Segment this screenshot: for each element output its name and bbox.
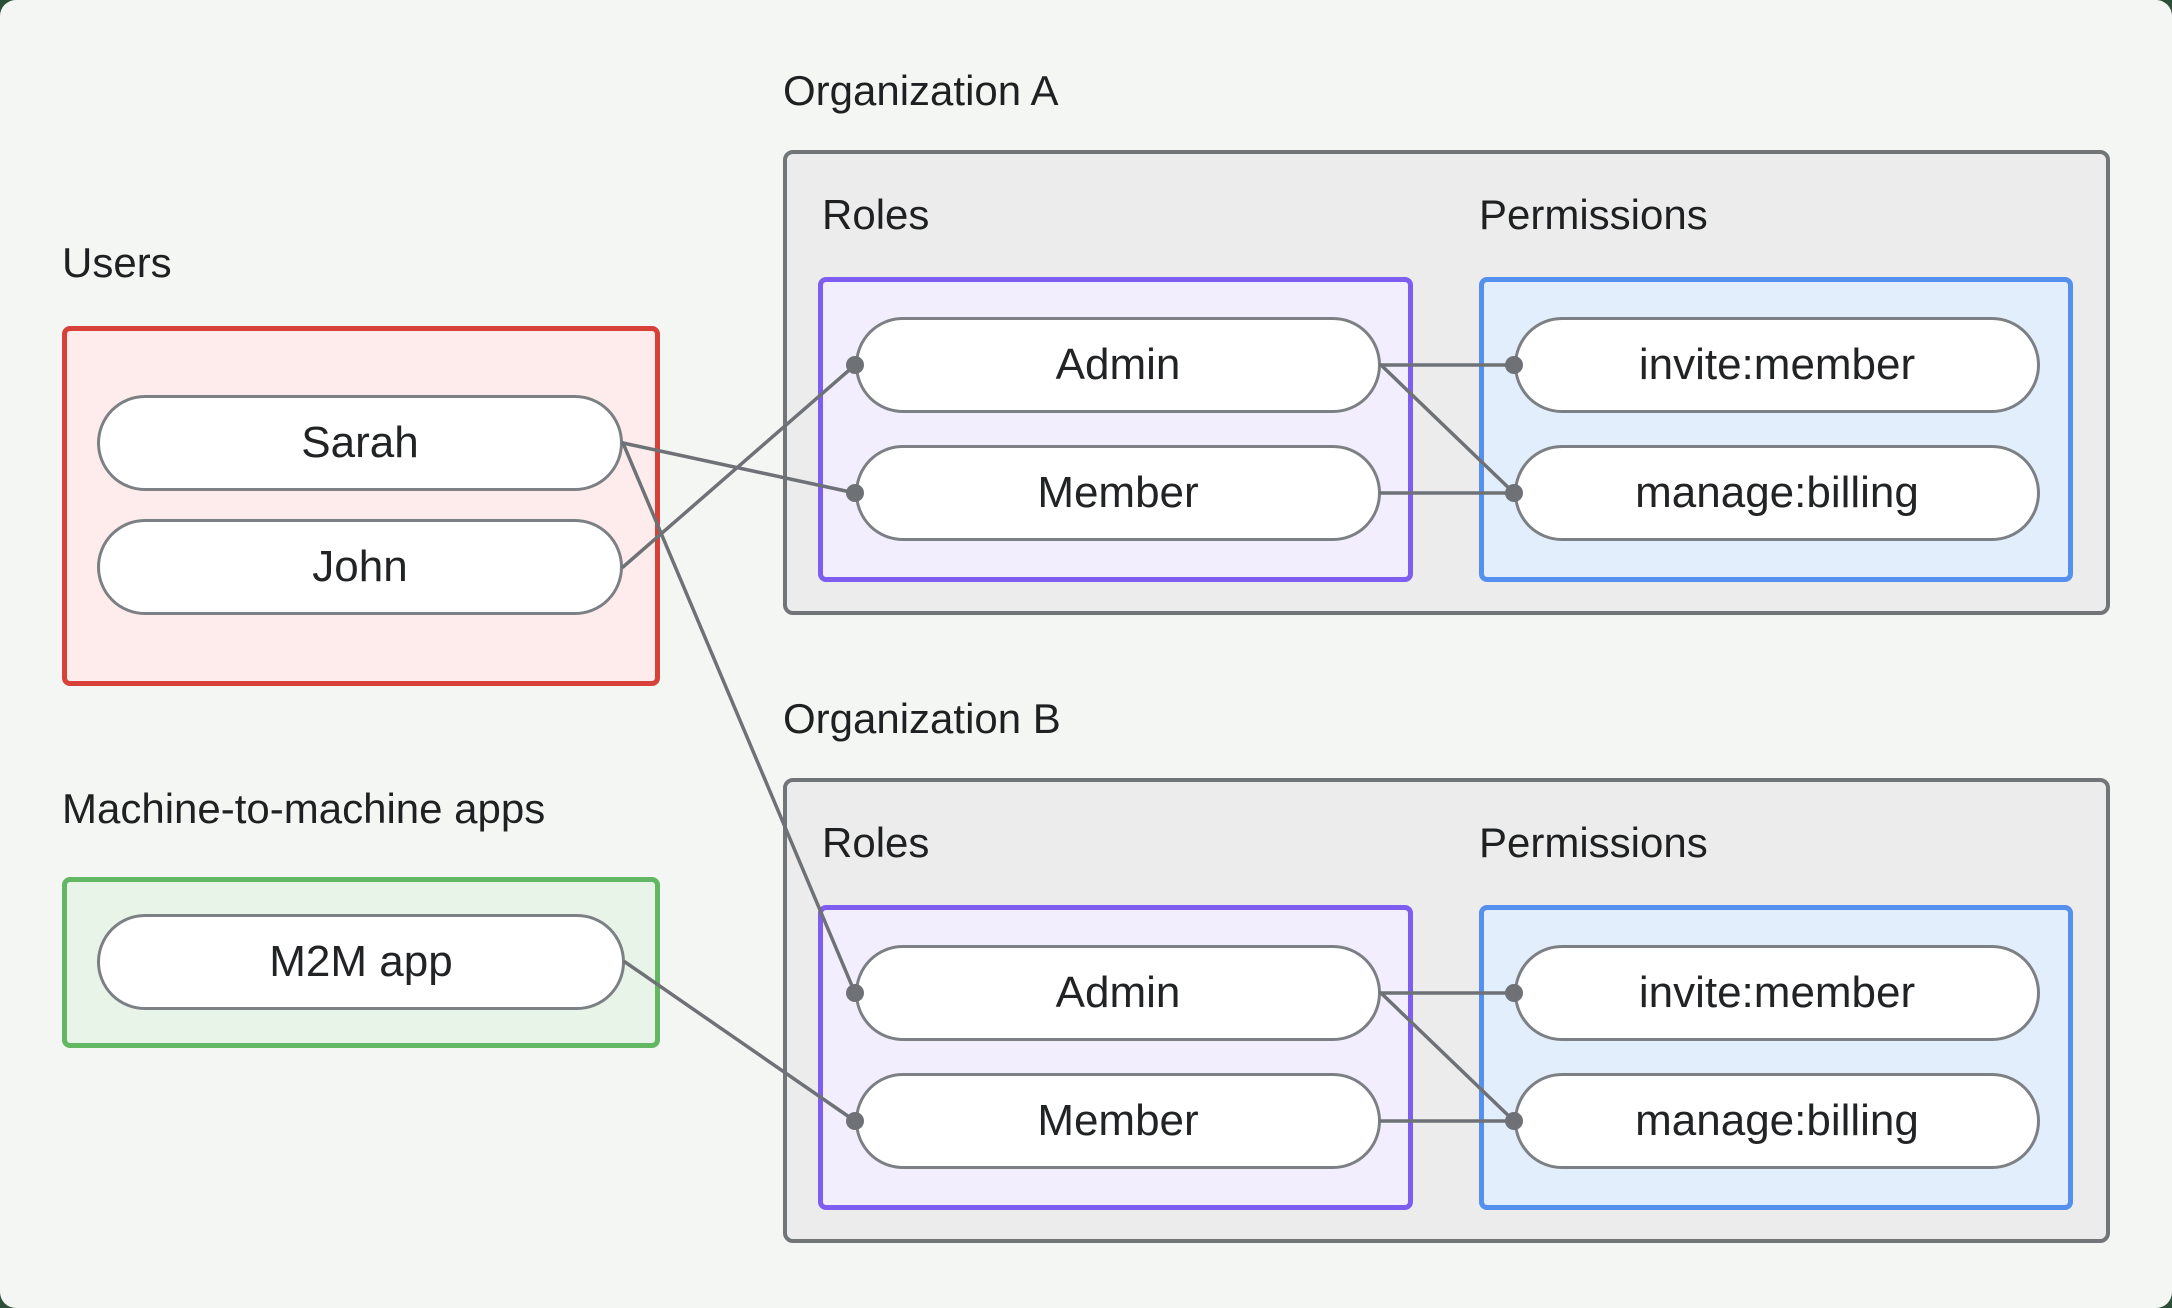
m2m-label: Machine-to-machine apps bbox=[62, 785, 546, 832]
org-a-role-pill-admin: Admin bbox=[855, 317, 1381, 413]
org-b-permissions-label: Permissions bbox=[1479, 819, 1708, 866]
org-b-role-pill-member: Member bbox=[855, 1073, 1381, 1169]
org-a-permission-pill-manage-billing: manage:billing bbox=[1514, 445, 2040, 541]
users-label: Users bbox=[62, 239, 172, 286]
org-b-role-pill-admin: Admin bbox=[855, 945, 1381, 1041]
m2m-pill-app: M2M app bbox=[97, 914, 625, 1010]
user-pill-john: John bbox=[97, 519, 623, 615]
org-a-role-pill-member: Member bbox=[855, 445, 1381, 541]
org-b-roles-label: Roles bbox=[822, 819, 930, 866]
users-group-box bbox=[62, 326, 660, 686]
org-b-permission-pill-invite-member: invite:member bbox=[1514, 945, 2040, 1041]
user-pill-sarah: Sarah bbox=[97, 395, 623, 491]
org-b-permission-pill-manage-billing: manage:billing bbox=[1514, 1073, 2040, 1169]
org-a-roles-label: Roles bbox=[822, 191, 930, 238]
org-a-permissions-label: Permissions bbox=[1479, 191, 1708, 238]
org-b-title: Organization B bbox=[783, 695, 1061, 742]
org-a-title: Organization A bbox=[783, 67, 1059, 114]
org-a-permission-pill-invite-member: invite:member bbox=[1514, 317, 2040, 413]
